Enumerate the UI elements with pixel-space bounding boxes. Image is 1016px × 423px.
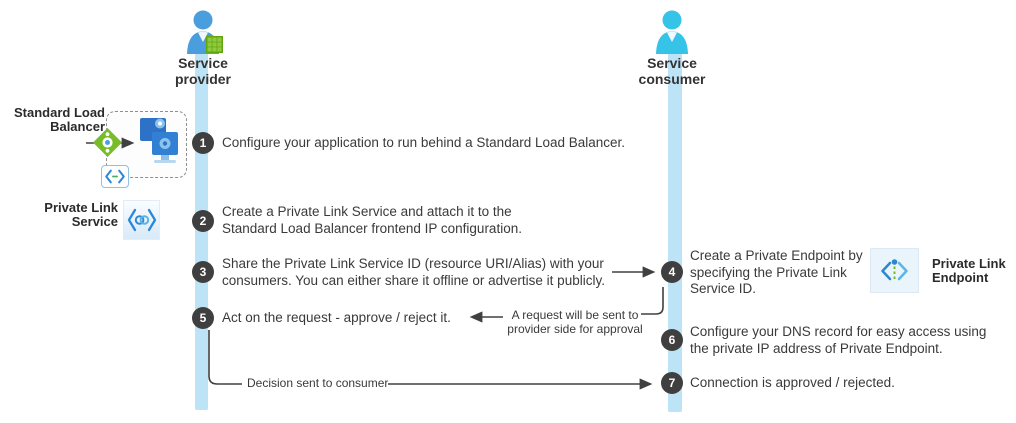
private-link-endpoint-label: Private Link Endpoint xyxy=(932,256,1006,285)
step-6-marker: 6 xyxy=(661,329,683,351)
backend-vms-icon xyxy=(137,114,187,179)
step-6-text: Configure your DNS record for easy acces… xyxy=(690,324,987,356)
decision-note: Decision sent to consumer xyxy=(247,376,389,390)
step-3-text: Share the Private Link Service ID (resou… xyxy=(222,256,605,288)
request-note: A request will be sent to provider side … xyxy=(507,308,643,336)
step-5-marker: 5 xyxy=(192,307,214,329)
private-link-service-label: Private Link Service xyxy=(44,200,118,229)
step-5-text: Act on the request - approve / reject it… xyxy=(222,310,451,325)
step-2-text: Create a Private Link Service and attach… xyxy=(222,204,522,236)
step-1-text: Configure your application to run behind… xyxy=(222,135,626,150)
step-2-marker: 2 xyxy=(192,210,214,232)
provider-label: Service provider xyxy=(174,55,231,87)
load-balancer-icon xyxy=(92,127,123,163)
private-link-endpoint-icon xyxy=(870,248,919,293)
step-3-marker: 3 xyxy=(192,261,214,283)
code-badge-icon xyxy=(101,165,129,188)
consumer-label: Service consumer xyxy=(638,55,706,87)
consumer-person-icon xyxy=(651,10,693,60)
consumer-timeline xyxy=(668,36,682,412)
step-4-marker: 4 xyxy=(661,261,683,283)
step-4-text: Create a Private Endpoint by specifying … xyxy=(690,248,863,296)
step-7-marker: 7 xyxy=(661,372,683,394)
provider-person-icon xyxy=(182,10,224,60)
load-balancer-label: Standard Load Balancer xyxy=(13,105,105,134)
resource-grid-icon xyxy=(206,36,223,53)
private-link-service-icon xyxy=(123,200,160,240)
step5-decision-elbow xyxy=(208,330,242,385)
step-1-marker: 1 xyxy=(192,132,214,154)
step-7-text: Connection is approved / rejected. xyxy=(690,375,895,390)
